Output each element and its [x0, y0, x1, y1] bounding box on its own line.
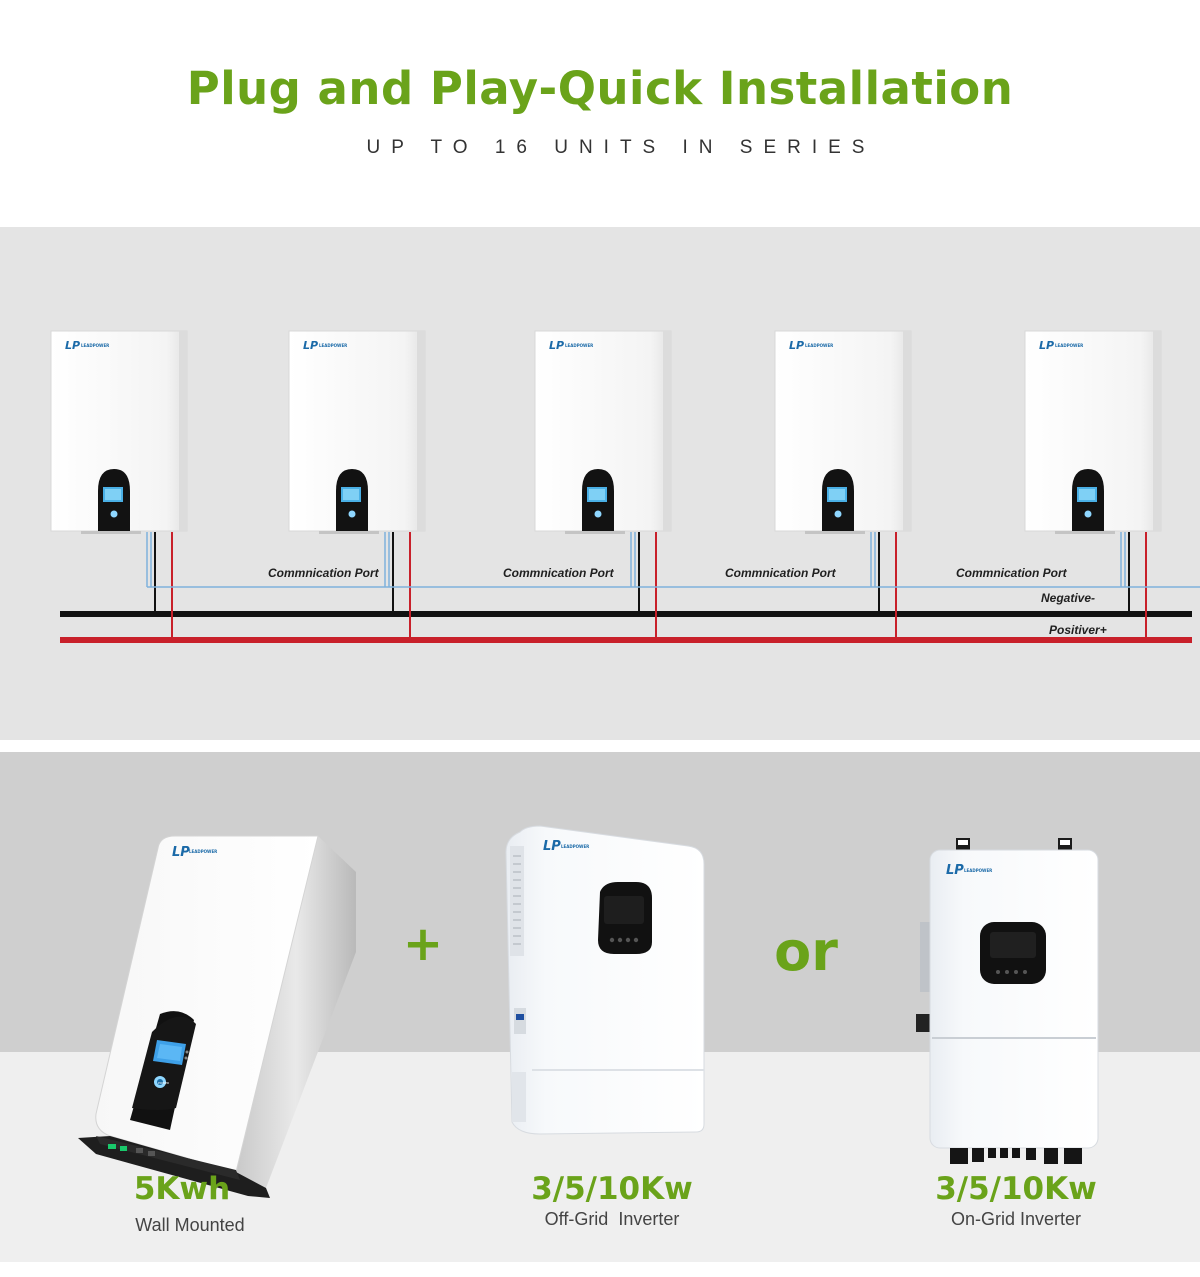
communication-port-label: Commnication Port — [956, 566, 1067, 580]
page-subtitle: UP TO 16 UNITS IN SERIES — [366, 137, 876, 158]
positive-rail — [60, 637, 1192, 643]
offgrid-description: Off-Grid Inverter — [544, 1209, 680, 1229]
lp-logo-mark: LP — [789, 339, 804, 352]
page-header: Plug and Play-Quick Installation UP TO 1… — [0, 0, 1200, 227]
brand-text: LEADPOWER — [1055, 343, 1083, 348]
lp-logo-mark: LP — [946, 863, 964, 878]
brand-text: LEADPOWER — [805, 343, 833, 348]
bottom-bracket — [81, 531, 141, 534]
battery-unit-side — [663, 331, 671, 531]
lp-logo-mark: LP — [65, 339, 80, 352]
brand-text: LEADPOWER — [319, 343, 347, 348]
or-word: or — [774, 920, 838, 983]
section-divider — [0, 740, 1200, 752]
lp-logo-mark: LP — [303, 339, 318, 352]
communication-port-label: Commnication Port — [725, 566, 836, 580]
negative-rail-label: Negative- — [1041, 591, 1096, 605]
lcd-screen-inner — [105, 489, 121, 500]
positive-rail-label: Positiver+ — [1049, 623, 1107, 637]
brand-text: LEADPOWER — [81, 343, 109, 348]
lcd-screen-inner — [829, 489, 845, 500]
bottom-bracket — [805, 531, 865, 534]
battery-unit-side — [1153, 331, 1161, 531]
communication-port-label: Commnication Port — [268, 566, 379, 580]
ongrid-power: 3/5/10Kw — [935, 1171, 1097, 1207]
bottom-bracket — [319, 531, 379, 534]
bottom-bracket — [1055, 531, 1115, 534]
offgrid-power: 3/5/10Kw — [531, 1171, 693, 1207]
power-button — [1084, 510, 1092, 518]
power-button — [594, 510, 602, 518]
battery-unit-side — [903, 331, 911, 531]
bottom-bracket — [565, 531, 625, 534]
lp-logo-mark: LP — [543, 839, 561, 854]
brand-text: LEADPOWER — [964, 868, 992, 873]
negative-rail — [60, 611, 1192, 617]
lcd-screen-inner — [589, 489, 605, 500]
brand-text: LEADPOWER — [565, 343, 593, 348]
brand-text: LEADPOWER — [189, 849, 217, 854]
battery-description: Wall Mounted — [135, 1215, 245, 1235]
brand-text: LEADPOWER — [561, 844, 589, 849]
lp-logo-mark: LP — [1039, 339, 1054, 352]
product-lineup: LP LEADPOWER POWER — [0, 752, 1200, 1277]
lcd-screen-inner — [1079, 489, 1095, 500]
product-bottom-strip — [0, 1262, 1200, 1277]
lcd-screen-inner — [343, 489, 359, 500]
page-title: Plug and Play-Quick Installation — [186, 62, 1014, 115]
ongrid-description: On-Grid Inverter — [950, 1209, 1082, 1229]
offgrid-inverter-image: LP — [505, 825, 705, 1135]
battery-capacity: 5Kwh — [133, 1171, 231, 1207]
communication-port-label: Commnication Port — [503, 566, 614, 580]
lp-logo-mark: LP — [549, 339, 564, 352]
power-button — [348, 510, 356, 518]
product-images: LP LEADPOWER POWER — [78, 825, 1099, 1198]
battery-unit-side — [417, 331, 425, 531]
power-button — [110, 510, 118, 518]
battery-product-image: LP — [78, 835, 356, 1198]
power-button — [834, 510, 842, 518]
ongrid-inverter-image: LP — [916, 838, 1099, 1164]
lp-logo-mark: LP — [172, 845, 190, 860]
battery-unit-side — [179, 331, 187, 531]
power-label: POWER — [158, 1081, 169, 1085]
plus-sign: + — [402, 916, 444, 972]
